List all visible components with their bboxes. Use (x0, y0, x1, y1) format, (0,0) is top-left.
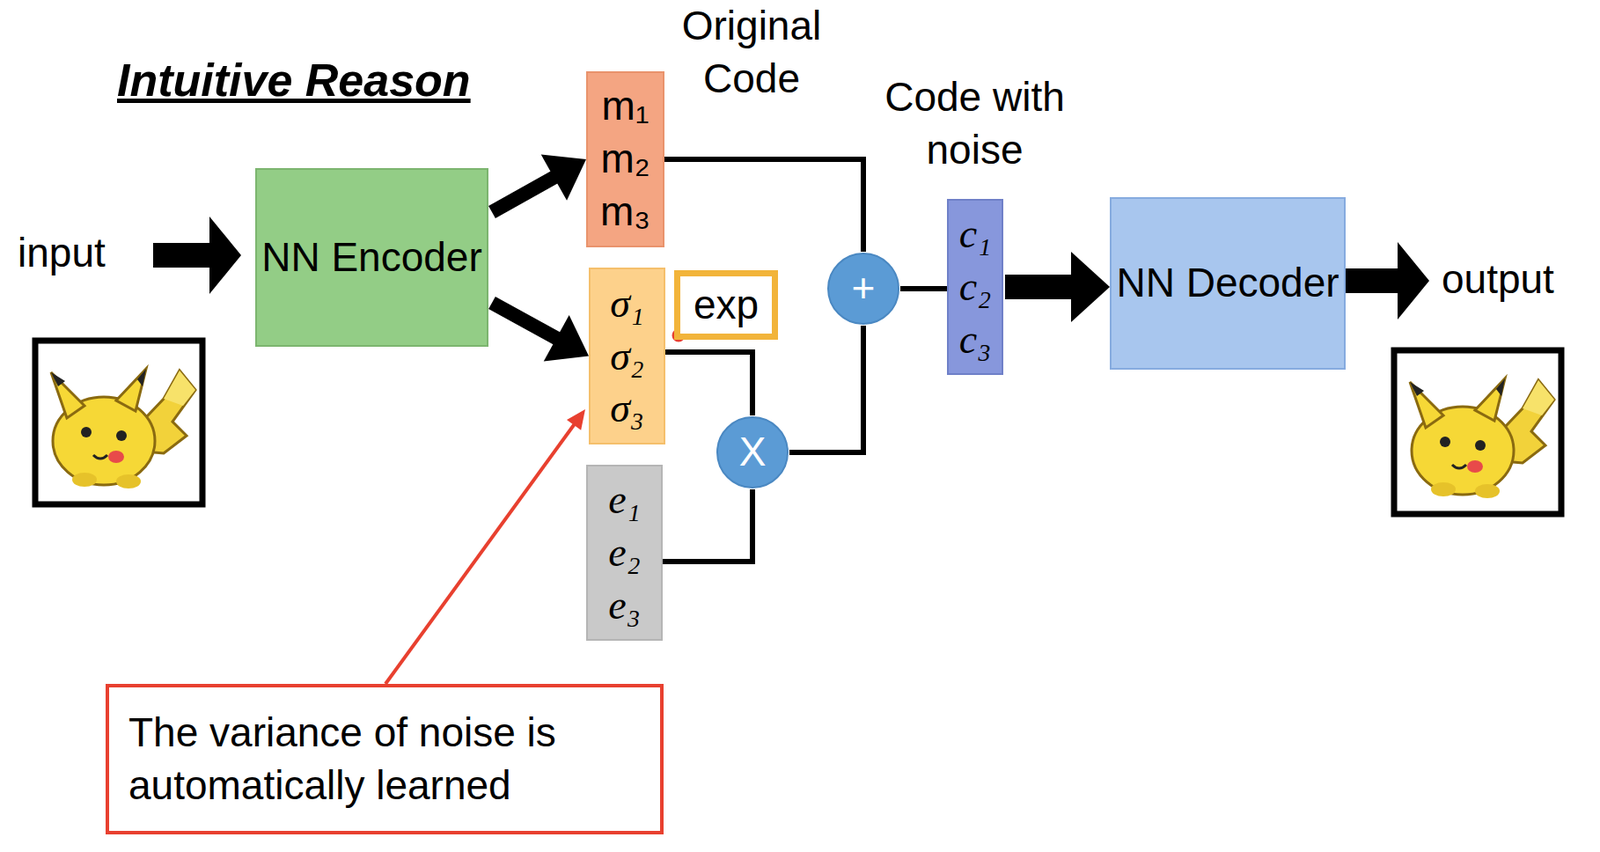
exp-box: exp (674, 270, 778, 340)
node-text: e₁ (608, 473, 640, 527)
node-text: σ₁ (609, 277, 645, 331)
output-label: output (1441, 253, 1555, 307)
node-text: exp (693, 278, 759, 332)
callout-box: The variance of noise is automatically l… (105, 683, 664, 835)
node-text: X (739, 425, 767, 479)
node-text: c₂ (959, 260, 991, 314)
connector-line (900, 286, 947, 292)
connector-line (385, 421, 577, 684)
connector-line (1005, 274, 1079, 300)
noisy-code-box: c₁c₂c₃ (946, 198, 1004, 375)
arrowhead (541, 154, 587, 200)
node-text: c₁ (959, 207, 991, 261)
output-pikachu (1394, 350, 1562, 514)
connector-line (662, 489, 753, 562)
node-text: m₃ (600, 185, 651, 239)
node-text: NN Decoder (1115, 256, 1339, 310)
connector (1005, 251, 1110, 323)
connector-line (789, 325, 864, 453)
connector (664, 159, 864, 252)
multiply-circle: X (715, 415, 790, 490)
connector-line (664, 159, 864, 252)
code-label: Original Code (654, 0, 849, 106)
connector-line (665, 352, 753, 416)
connector (491, 302, 589, 362)
decoder-box: NN Decoder (1109, 197, 1346, 370)
title: Intuitive Reason (117, 51, 471, 111)
input-arrow (153, 216, 242, 294)
connector (491, 154, 587, 213)
arrowhead (543, 315, 589, 362)
mean-code-box: m₁m₂m₃ (586, 71, 665, 248)
output-arrow (1345, 242, 1430, 320)
sigma-code-box: σ₁σ₂σ₃ (588, 267, 666, 445)
node-text: NN Encoder (261, 231, 483, 285)
node-text: σ₃ (609, 381, 645, 435)
circle-shape (828, 253, 899, 324)
node-text: e₂ (608, 526, 640, 580)
arrowhead (1071, 251, 1110, 323)
connector (900, 288, 947, 290)
noise-code-box: e₁e₂e₃ (586, 464, 663, 641)
node-text: σ₂ (609, 330, 645, 383)
node-text: c₃ (959, 313, 991, 367)
connector-line (491, 173, 561, 213)
input-label: input (17, 227, 106, 280)
circle-shape (717, 417, 788, 488)
node-text: e₃ (608, 579, 640, 632)
node-text: m₁ (601, 80, 650, 133)
node-text: + (851, 262, 876, 316)
connector (789, 325, 864, 453)
arrowhead (566, 409, 586, 431)
encoder-box: NN Encoder (255, 168, 489, 347)
connector (662, 489, 753, 562)
input-pikachu (35, 340, 203, 505)
code-label: Code with noise (866, 71, 1083, 177)
connector-line (491, 302, 564, 342)
node-text: The variance of noise is automatically l… (128, 706, 641, 813)
node-text: m₂ (600, 132, 650, 186)
add-circle: + (826, 251, 901, 326)
connector (385, 409, 586, 684)
connector (665, 352, 753, 416)
